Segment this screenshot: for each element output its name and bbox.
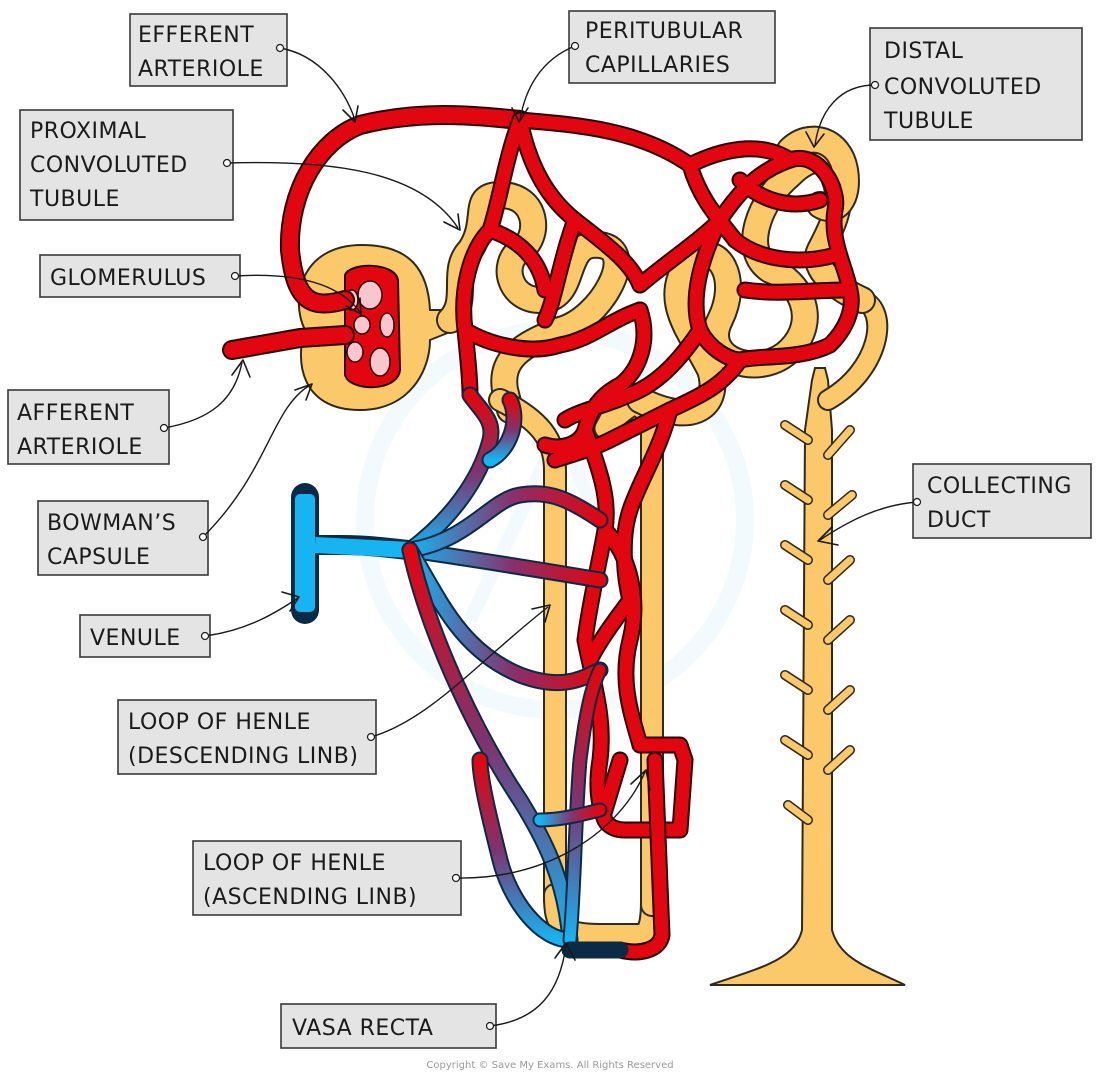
leader-glomerulus (234, 274, 361, 313)
label-proximal-convoluted-tubule: PROXIMAL CONVOLUTED TUBULE (19, 109, 234, 221)
leader-vasa-recta (489, 944, 567, 1027)
copyright-text: Copyright © Save My Exams. All Rights Re… (426, 1060, 673, 1071)
leader-loop-of-henle-descending (370, 606, 549, 738)
leader-peritubular-capillaries (519, 45, 576, 121)
arrowhead-loop-of-henle-descending (531, 604, 551, 623)
arrowhead-distal-convoluted-tubule (805, 131, 825, 148)
label-distal-convoluted-tubule: DISTAL CONVOLUTED TUBULE (869, 27, 1083, 141)
leader-venule (204, 597, 299, 637)
label-proximal-convoluted-tubule-line2: CONVOLUTED (30, 153, 188, 178)
label-collecting-duct-line1: COLLECTING (927, 474, 1072, 499)
glomerulus (344, 264, 402, 389)
label-loop-of-henle-descending-line1: LOOP OF HENLE (128, 710, 311, 735)
label-loop-of-henle-descending-line2: (DESCENDING LINB) (128, 744, 358, 769)
label-bowmans-capsule-line2: CAPSULE (47, 545, 150, 570)
label-afferent-arteriole-line1: AFFERENT (17, 401, 134, 426)
dot-bowmans-capsule (198, 532, 208, 542)
dot-peritubular-capillaries (570, 41, 580, 51)
leader-loop-of-henle-ascending (455, 771, 646, 879)
collecting-duct (709, 289, 906, 986)
leader-bowmans-capsule (202, 384, 311, 538)
label-loop-of-henle-ascending-line1: LOOP OF HENLE (203, 851, 386, 876)
label-glomerulus-line1: GLOMERULUS (50, 266, 206, 291)
arrowhead-proximal-convoluted-tubule (443, 213, 461, 231)
arrowhead-loop-of-henle-ascending (630, 769, 651, 791)
label-efferent-arteriole-line1: EFFERENT (138, 23, 254, 48)
dot-loop-of-henle-descending (366, 732, 376, 742)
label-loop-of-henle-ascending-line2: (ASCENDING LINB) (203, 885, 417, 910)
leader-afferent-arteriole (163, 361, 243, 429)
label-distal-convoluted-tubule-line3: TUBULE (883, 109, 974, 134)
arrowhead-peritubular-capillaries (511, 107, 529, 123)
label-loop-of-henle-ascending: LOOP OF HENLE (ASCENDING LINB) (192, 840, 462, 916)
arrowhead-efferent-arteriole (342, 105, 359, 123)
leader-efferent-arteriole (279, 47, 356, 121)
dot-proximal-convoluted-tubule (222, 158, 232, 168)
label-distal-convoluted-tubule-line2: CONVOLUTED (884, 75, 1042, 100)
dot-efferent-arteriole (275, 43, 285, 53)
label-peritubular-capillaries-line1: PERITUBULAR (585, 19, 743, 44)
label-distal-convoluted-tubule-line1: DISTAL (884, 39, 964, 64)
arrowhead-venule (281, 591, 300, 612)
label-bowmans-capsule-line1: BOWMAN’S (47, 511, 176, 536)
dot-collecting-duct (912, 497, 922, 507)
label-proximal-convoluted-tubule-line1: PROXIMAL (30, 119, 147, 144)
leader-proximal-convoluted-tubule (226, 161, 459, 229)
arrowhead-collecting-duct (817, 526, 839, 546)
label-loop-of-henle-descending: LOOP OF HENLE (DESCENDING LINB) (117, 699, 377, 775)
dot-afferent-arteriole (159, 423, 169, 433)
dot-loop-of-henle-ascending (451, 873, 461, 883)
venous-network (291, 386, 629, 959)
arrowhead-vasa-recta (554, 942, 576, 961)
dot-vasa-recta (485, 1021, 495, 1031)
arrowhead-afferent-arteriole (231, 359, 251, 378)
label-venule: VENULE (79, 614, 211, 658)
dot-distal-convoluted-tubule (870, 80, 880, 90)
label-peritubular-capillaries: PERITUBULAR CAPILLARIES (568, 10, 776, 84)
arrowhead-glomerulus (345, 297, 362, 315)
dot-glomerulus (230, 271, 240, 281)
label-collecting-duct-line2: DUCT (927, 508, 991, 533)
label-efferent-arteriole: EFFERENT ARTERIOLE (129, 13, 288, 87)
arrowhead-bowmans-capsule (294, 383, 313, 401)
label-proximal-convoluted-tubule-line3: TUBULE (29, 187, 120, 212)
label-vasa-recta-line1: VASA RECTA (292, 1016, 433, 1041)
label-afferent-arteriole: AFFERENT ARTERIOLE (7, 389, 170, 465)
leader-distal-convoluted-tubule (814, 84, 876, 146)
label-peritubular-capillaries-line2: CAPILLARIES (585, 53, 730, 78)
dot-venule (200, 631, 210, 641)
arterioles (222, 105, 530, 360)
leader-collecting-duct (819, 501, 918, 541)
label-venule-line1: VENULE (90, 626, 181, 651)
label-efferent-arteriole-line2: ARTERIOLE (138, 57, 264, 82)
label-bowmans-capsule: BOWMAN’S CAPSULE (37, 500, 209, 576)
label-glomerulus: GLOMERULUS (39, 254, 241, 298)
label-afferent-arteriole-line2: ARTERIOLE (17, 435, 143, 460)
label-vasa-recta: VASA RECTA (280, 1003, 497, 1049)
label-collecting-duct: COLLECTING DUCT (912, 463, 1092, 539)
